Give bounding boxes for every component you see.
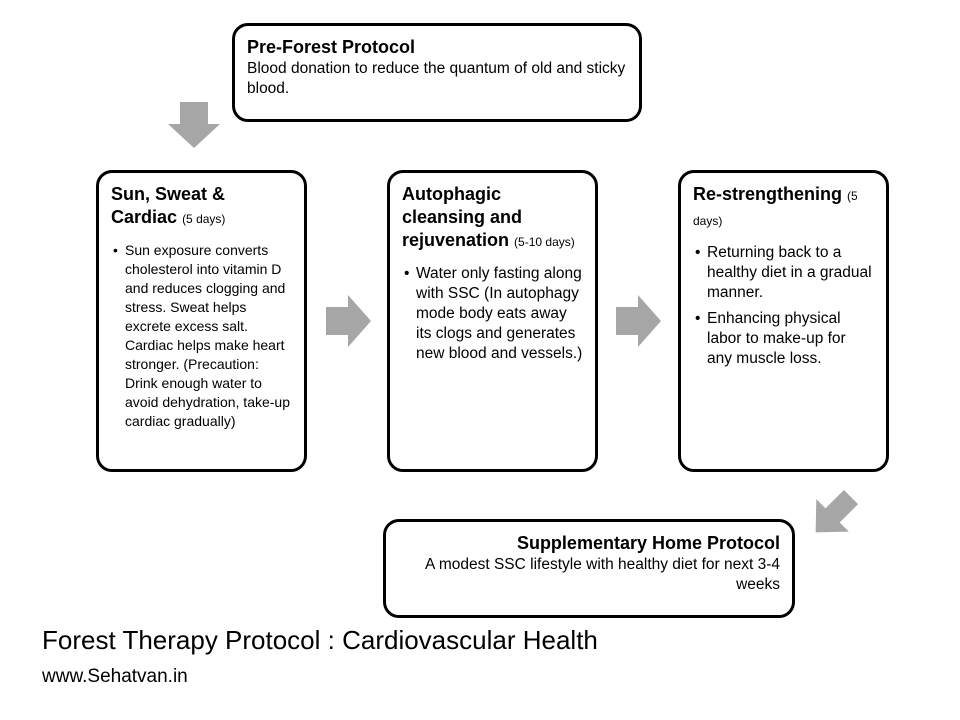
website-url: www.Sehatvan.in <box>42 666 188 687</box>
supplementary-description: A modest SSC lifestyle with healthy diet… <box>425 556 780 593</box>
step-duration: (5 days) <box>182 212 226 226</box>
step-re-strengthening-box: Re-strengthening (5 days) Returning back… <box>678 170 889 472</box>
arrow-down-left-icon <box>815 489 859 533</box>
step-bullets: Water only fasting along with SSC (In au… <box>402 264 583 364</box>
pre-forest-description: Blood donation to reduce the quantum of … <box>247 60 626 97</box>
step-bullet: Enhancing physical labor to make-up for … <box>693 309 874 369</box>
pre-forest-protocol-box: Pre-Forest Protocol Blood donation to re… <box>232 23 642 122</box>
pre-forest-title: Pre-Forest Protocol <box>247 37 416 57</box>
arrow-right-icon <box>326 295 371 347</box>
supplementary-home-protocol-box: Supplementary Home Protocol A modest SSC… <box>383 519 795 618</box>
step-autophagic-cleansing-box: Autophagic cleansing and rejuvenation (5… <box>387 170 598 472</box>
step-bullets: Sun exposure converts cholesterol into v… <box>111 241 292 431</box>
page-title: Forest Therapy Protocol : Cardiovascular… <box>42 625 598 655</box>
step-duration: (5 days) <box>693 189 858 228</box>
arrow-right-icon <box>616 295 661 347</box>
supplementary-title: Supplementary Home Protocol <box>516 533 780 553</box>
step-title: Re-strengthening (5 days) <box>693 184 858 228</box>
step-title: Sun, Sweat & Cardiac (5 days) <box>111 184 226 227</box>
arrow-down-icon <box>168 102 220 148</box>
step-title: Autophagic cleansing and rejuvenation (5… <box>402 184 575 250</box>
step-duration: (5-10 days) <box>514 235 575 249</box>
step-bullets: Returning back to a healthy diet in a gr… <box>693 243 874 369</box>
step-sun-sweat-cardiac-box: Sun, Sweat & Cardiac (5 days) Sun exposu… <box>96 170 307 472</box>
step-bullet: Returning back to a healthy diet in a gr… <box>693 243 874 303</box>
step-bullet: Sun exposure converts cholesterol into v… <box>111 241 292 431</box>
step-bullet: Water only fasting along with SSC (In au… <box>402 264 583 364</box>
